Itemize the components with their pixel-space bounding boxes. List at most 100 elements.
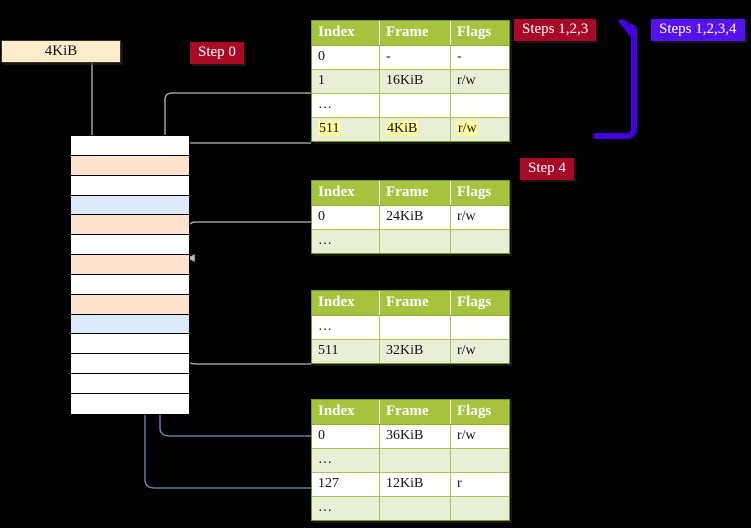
table-cell-flags: r/w (450, 424, 509, 449)
badge-step-4: Step 4 (520, 158, 574, 180)
memory-frame-row (71, 354, 189, 375)
highlighted-value: r/w (457, 121, 478, 136)
memory-tick-mark (59, 215, 71, 217)
table-cell-frame: 4KiB (379, 117, 451, 141)
badge-step-0: Step 0 (190, 42, 244, 64)
table-cell-frame (379, 315, 451, 340)
column-header-frame: Frame (379, 21, 451, 46)
table-row: 0-- (312, 45, 509, 70)
memory-frame-row (71, 393, 189, 414)
table-cell-frame: 24KiB (379, 205, 451, 230)
highlighted-value: 511 (318, 121, 341, 136)
table-cell-frame (379, 496, 451, 520)
memory-tick-mark (59, 136, 71, 137)
column-header-index: Index (312, 400, 380, 425)
table-row: … (312, 93, 509, 118)
memory-frame-row (71, 314, 189, 335)
table-cell-frame: 36KiB (379, 424, 451, 449)
table-cell-flags (450, 496, 509, 520)
memory-tick-mark (59, 255, 71, 257)
memory-frame-row (59, 155, 189, 176)
table-cell-frame (379, 229, 451, 253)
table-cell-index: … (312, 448, 380, 473)
table-cell-flags (450, 93, 509, 118)
memory-tick-mark (59, 155, 71, 157)
column-header-flags: Flags (450, 291, 509, 316)
memory-frame-row (59, 136, 189, 156)
memory-frame-row (59, 255, 189, 275)
table-cell-index: 511 (312, 117, 380, 141)
table-cell-index: … (312, 229, 380, 253)
column-header-frame: Frame (379, 181, 451, 206)
memory-frame-row (71, 195, 189, 216)
table-cell-frame: 32KiB (379, 339, 451, 363)
connector-pml4-row511 (177, 142, 311, 166)
size-box-4kib: 4KiB (1, 40, 121, 63)
table-cell-index: 1 (312, 69, 380, 94)
physical-memory-column (59, 135, 190, 415)
table-row: … (312, 229, 509, 253)
column-header-frame: Frame (379, 400, 451, 425)
column-header-flags: Flags (450, 21, 509, 46)
badge-steps-1234: Steps 1,2,3,4 (651, 19, 745, 41)
feedback-arrow-tip (617, 19, 636, 37)
memory-frame-row (59, 175, 189, 196)
table-cell-flags (450, 229, 509, 253)
feedback-arrow-head (619, 19, 637, 33)
table-cell-index: … (312, 93, 380, 118)
memory-tick-mark (59, 294, 71, 296)
table-cell-flags: r (450, 472, 509, 497)
table-cell-flags: r/w (450, 117, 509, 141)
column-header-frame: Frame (379, 291, 451, 316)
table-cell-index: 0 (312, 205, 380, 230)
memory-frame-row (71, 334, 189, 355)
memory-tick-mark (59, 175, 71, 177)
table-cell-flags: r/w (450, 339, 509, 363)
table-cell-index: 0 (312, 45, 380, 70)
table-row: … (312, 448, 509, 473)
memory-frame-row (71, 274, 189, 295)
table-cell-index: 127 (312, 472, 380, 497)
table-cell-flags: - (450, 45, 509, 70)
memory-frame-row (59, 215, 189, 236)
feedback-arrow-shaft (593, 27, 637, 139)
table-cell-frame (379, 448, 451, 473)
table-cell-flags: r/w (450, 205, 509, 230)
column-header-index: Index (312, 291, 380, 316)
table-cell-frame (379, 93, 451, 118)
memory-frame-row (59, 294, 189, 315)
table-row: … (312, 496, 509, 520)
memory-frame-row (71, 235, 189, 256)
column-header-flags: Flags (450, 400, 509, 425)
table-cell-index: … (312, 496, 380, 520)
table-cell-flags: r/w (450, 69, 509, 94)
badge-steps-123: Steps 1,2,3 (514, 19, 597, 41)
table-cell-flags (450, 315, 509, 340)
table-cell-frame: 16KiB (379, 69, 451, 94)
column-header-index: Index (312, 21, 380, 46)
memory-frame-row (71, 374, 189, 394)
highlighted-value: 4KiB (386, 121, 419, 136)
connector-pdp-row0 (187, 221, 311, 262)
table-row: … (312, 315, 509, 340)
table-cell-index: 511 (312, 339, 380, 363)
connector-pd-row511 (179, 286, 311, 365)
table-cell-index: … (312, 315, 380, 340)
table-cell-frame: - (379, 45, 451, 70)
table-row: 511 4KiB r/w (312, 117, 509, 141)
table-cell-flags (450, 448, 509, 473)
